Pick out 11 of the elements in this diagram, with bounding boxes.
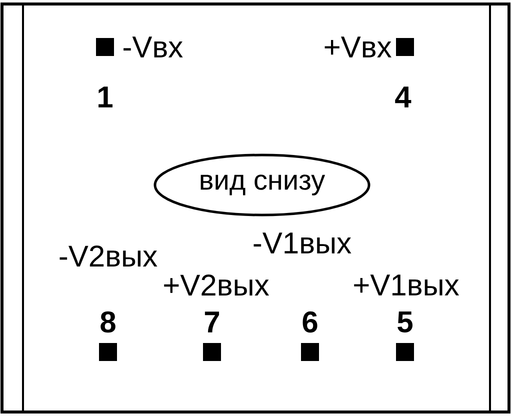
pin-label: -Vвх xyxy=(124,36,183,58)
pin-number: 5 xyxy=(398,312,413,332)
pin-label: +Vвх xyxy=(324,36,392,58)
pin-label: -V2вых xyxy=(60,246,158,266)
pin-number: 4 xyxy=(395,86,412,108)
pin-label: +V1вых xyxy=(354,274,460,296)
pin-number: 1 xyxy=(98,86,113,108)
pin-label: +V2вых xyxy=(164,274,270,296)
pin-number: 7 xyxy=(204,312,220,332)
pin-number: 8 xyxy=(100,311,116,333)
pin-number: 6 xyxy=(302,311,318,333)
